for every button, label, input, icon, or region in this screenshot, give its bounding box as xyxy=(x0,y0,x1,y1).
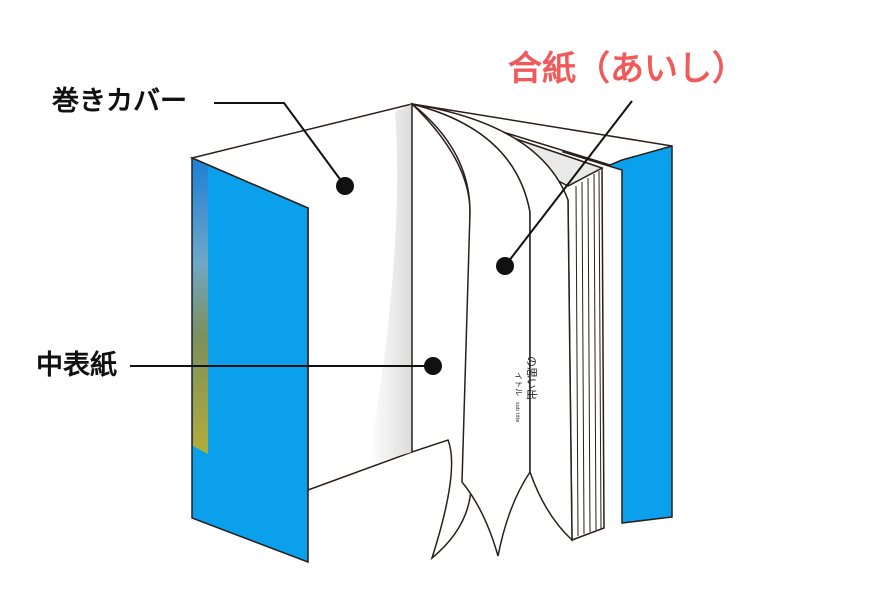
inner-page-small: sub title xyxy=(514,402,520,422)
label-wrap-cover: 巻きカバー xyxy=(52,86,187,117)
marker-dot-inner xyxy=(424,357,442,375)
leader-line-cover xyxy=(214,102,346,187)
front-cover-flap xyxy=(191,156,309,564)
inner-page-title: の思い出 xyxy=(525,356,539,400)
inner-cover-page xyxy=(411,102,472,561)
back-cover-edge xyxy=(411,103,673,166)
marker-dot-flyleaf xyxy=(496,257,514,275)
marker-dot-cover xyxy=(336,177,354,195)
page-edges xyxy=(575,170,602,537)
inner-page-subtitle: イトル xyxy=(514,372,523,396)
gutter-shadow xyxy=(368,104,412,465)
label-inner-cover: 中表紙 xyxy=(36,350,117,381)
leader-line-flyleaf xyxy=(504,100,633,267)
label-flyleaf: 合紙（あいし） xyxy=(508,49,746,89)
cover-photo-strip xyxy=(193,160,208,454)
flyleaf-page-2 xyxy=(411,103,573,542)
